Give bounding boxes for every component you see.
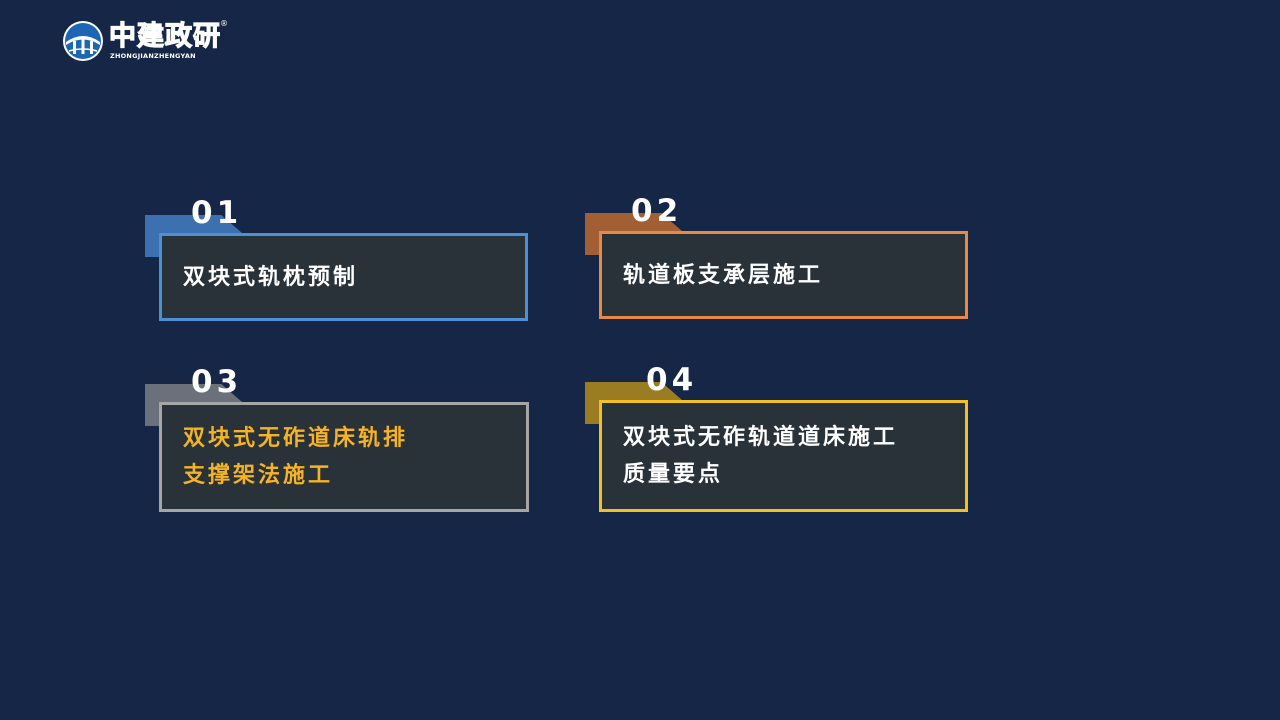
- item-number: 02: [631, 193, 683, 229]
- item-number: 04: [646, 362, 698, 398]
- company-emblem-icon: [63, 21, 103, 61]
- item-card: 双块式无砟轨道道床施工 质量要点: [599, 400, 968, 512]
- logo-chinese-name: 中建政研: [108, 20, 221, 52]
- item-label-line-2: 质量要点: [623, 462, 724, 487]
- item-card: 双块式轨枕预制: [159, 233, 528, 321]
- item-number: 01: [191, 195, 243, 231]
- item-card: 轨道板支承层施工: [599, 231, 968, 319]
- item-label-line-2: 支撑架法施工: [183, 463, 334, 488]
- item-card: 双块式无砟道床轨排 支撑架法施工: [159, 402, 529, 512]
- item-label-line-1: 双块式无砟道床轨排: [183, 426, 409, 451]
- logo-english-name: ZHONGJIANZHENGYAN: [110, 52, 196, 60]
- item-label-line-1: 双块式无砟轨道道床施工: [623, 425, 899, 450]
- item-label: 轨道板支承层施工: [623, 262, 824, 288]
- logo: 中建政研 ZHONGJIANZHENGYAN ®: [62, 19, 232, 64]
- registered-mark: ®: [220, 19, 228, 28]
- item-number: 03: [191, 364, 243, 400]
- item-label: 双块式轨枕预制: [183, 264, 359, 290]
